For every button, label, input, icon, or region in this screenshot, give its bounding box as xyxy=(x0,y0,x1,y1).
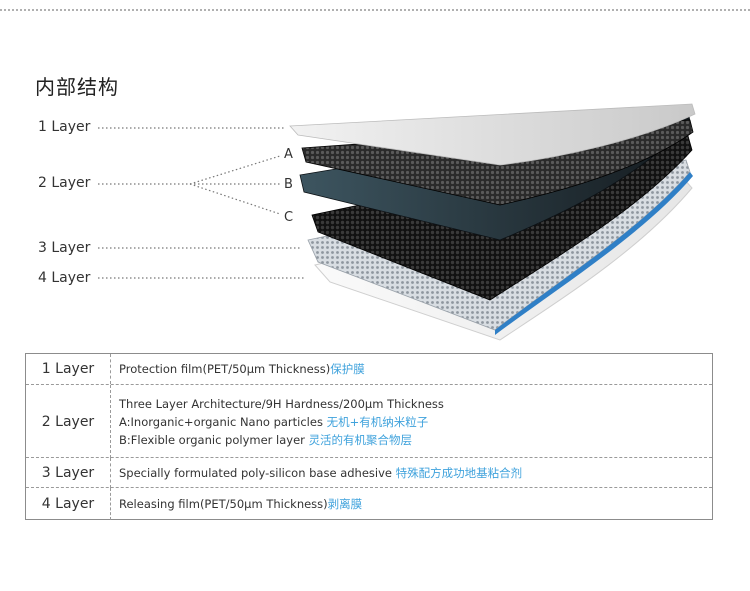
layer-label-2: 2 Layer xyxy=(38,175,91,191)
table-row-2: 2 Layer Three Layer Architecture/9H Hard… xyxy=(26,384,712,458)
row-label: 3 Layer xyxy=(26,458,111,488)
row-label: 1 Layer xyxy=(26,354,111,384)
row-line: B:Flexible organic polymer layer 灵活的有机聚合… xyxy=(119,432,413,447)
row-label: 2 Layer xyxy=(26,385,111,458)
layer-1-protection-film xyxy=(289,103,696,166)
row-label: 4 Layer xyxy=(26,488,111,520)
row-description: Releasing film(PET/50μm Thickness)剥离膜 xyxy=(119,488,706,520)
row-line: Specially formulated poly-silicon base a… xyxy=(119,466,523,480)
sublayer-label-a: A xyxy=(284,147,293,162)
table-row-4: 4 Layer Releasing film(PET/50μm Thicknes… xyxy=(26,487,712,520)
layer-label-4: 4 Layer xyxy=(38,270,91,286)
row-description: Three Layer Architecture/9H Hardness/200… xyxy=(119,385,706,458)
sublayer-label-c: C xyxy=(284,210,294,225)
row-line: Protection film(PET/50μm Thickness)保护膜 xyxy=(119,362,365,376)
table-row-1: 1 Layer Protection film(PET/50μm Thickne… xyxy=(26,354,712,384)
leader-lines xyxy=(98,127,305,279)
section-title: 内部结构 xyxy=(35,75,119,99)
layer-label-1: 1 Layer xyxy=(38,119,91,135)
row-line: Three Layer Architecture/9H Hardness/200… xyxy=(119,396,444,411)
layer-stack-illustration xyxy=(98,103,696,341)
layer-label-3: 3 Layer xyxy=(38,240,91,256)
row-line: Releasing film(PET/50μm Thickness)剥离膜 xyxy=(119,497,363,511)
spec-table: 1 Layer Protection film(PET/50μm Thickne… xyxy=(25,353,713,520)
table-row-3: 3 Layer Specially formulated poly-silico… xyxy=(26,457,712,488)
row-description: Specially formulated poly-silicon base a… xyxy=(119,458,706,488)
sublayer-label-b: B xyxy=(284,177,293,192)
row-description: Protection film(PET/50μm Thickness)保护膜 xyxy=(119,354,706,384)
layer-3-blue-edge xyxy=(495,172,693,335)
row-line: A:Inorganic+organic Nano particles 无机+有机… xyxy=(119,414,429,429)
top-dotted-rule xyxy=(0,9,750,11)
